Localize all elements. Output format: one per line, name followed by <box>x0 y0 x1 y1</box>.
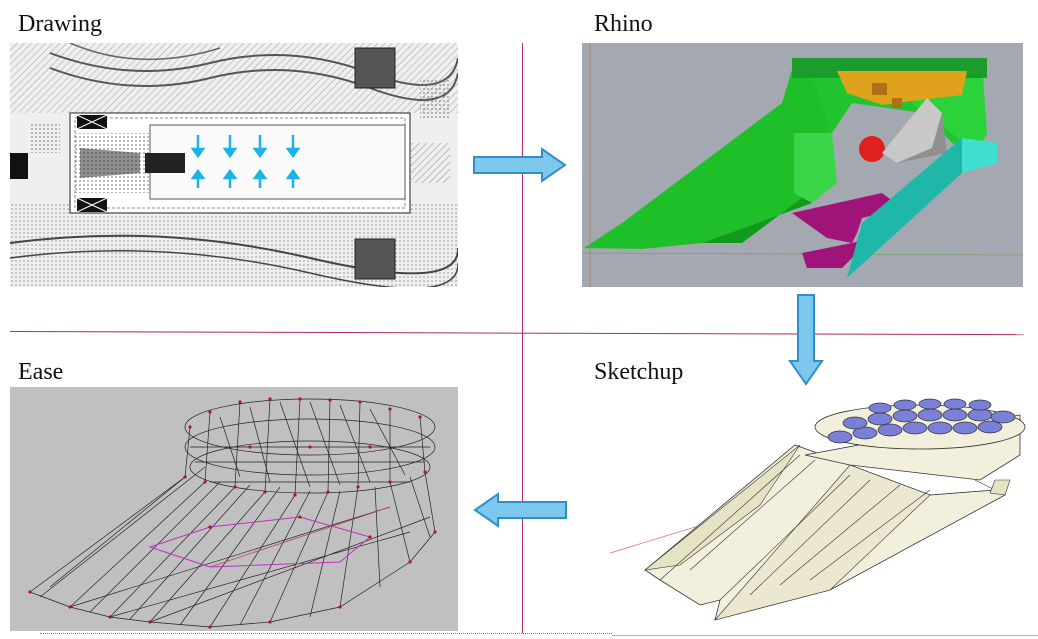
drawing-panel <box>10 43 458 287</box>
bottom-dotted-rule <box>40 633 612 634</box>
sketchup-model-image <box>609 398 1026 621</box>
label-sketchup: Sketchup <box>594 359 684 385</box>
ease-panel <box>10 387 458 631</box>
rhino-model-image <box>582 43 1023 287</box>
arrow-right-icon <box>473 147 567 183</box>
cad-plan-image <box>10 43 458 287</box>
vertical-divider <box>522 43 523 633</box>
label-drawing: Drawing <box>18 11 102 37</box>
horizontal-divider <box>9 331 1024 336</box>
label-rhino: Rhino <box>594 11 653 37</box>
label-ease: Ease <box>18 359 64 385</box>
rhino-panel <box>582 43 1023 287</box>
sketchup-panel <box>600 395 1030 627</box>
bottom-blue-rule <box>612 635 1038 636</box>
arrow-left-icon <box>473 492 567 528</box>
arrow-down-icon <box>788 294 824 386</box>
ease-wireframe-image <box>10 387 458 631</box>
